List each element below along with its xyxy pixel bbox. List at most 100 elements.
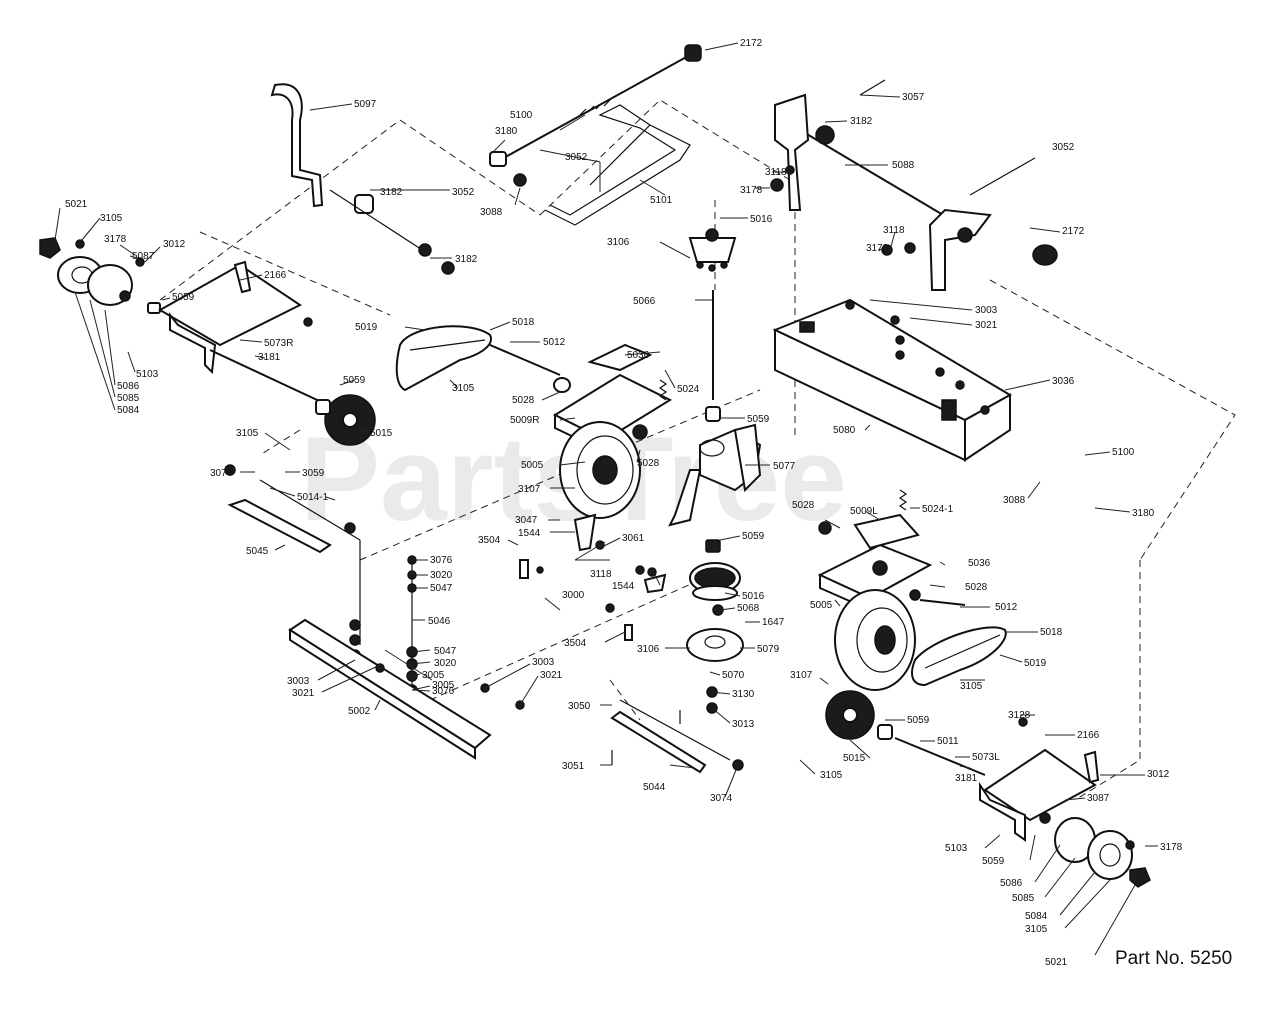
callout-3052: 3052	[565, 152, 588, 163]
callout-3128: 3128	[1008, 710, 1031, 721]
callout-3106: 3106	[607, 237, 630, 248]
top-pulley-5016	[688, 228, 737, 272]
callout-3182: 3182	[380, 187, 403, 198]
callout-3180: 3180	[1132, 508, 1155, 519]
shift-lever-assembly	[270, 83, 455, 275]
callout-5103: 5103	[136, 369, 159, 380]
callout-5011: 5011	[937, 736, 959, 747]
callout-5086: 5086	[117, 381, 140, 392]
callout-3087: 3087	[1087, 793, 1110, 804]
callout-3047: 3047	[515, 515, 538, 526]
left-axle-5012	[489, 344, 561, 376]
callout-5087: 5087	[132, 251, 155, 262]
callout-3036: 3036	[1052, 376, 1075, 387]
callout-3020: 3020	[430, 570, 453, 581]
callout-5009R: 5009R	[510, 415, 539, 426]
callout-5005: 5005	[521, 460, 544, 471]
callout-1544: 1544	[612, 581, 635, 592]
left-spring-5024	[658, 379, 668, 401]
right-chain-5019	[911, 626, 1007, 687]
lower-pulley-5016	[689, 539, 741, 616]
callout-5100: 5100	[1112, 447, 1135, 458]
callout-5047: 5047	[434, 646, 457, 657]
callout-3105: 3105	[1025, 924, 1048, 935]
callout-3118: 3118	[765, 167, 787, 178]
callout-3182: 3182	[455, 254, 478, 265]
callout-5088: 5088	[892, 160, 915, 171]
front-axle-5002	[288, 618, 525, 760]
callout-3105: 3105	[960, 681, 983, 692]
callout-3076: 3076	[432, 686, 455, 697]
callout-3012: 3012	[163, 239, 186, 250]
callout-3012: 3012	[1147, 769, 1170, 780]
callout-3020: 3020	[434, 658, 457, 669]
callout-5018: 5018	[512, 317, 535, 328]
callout-3504: 3504	[564, 638, 587, 649]
callout-5080: 5080	[833, 425, 856, 436]
callout-2166: 2166	[1077, 730, 1100, 741]
right-sprocket-5015	[825, 690, 986, 776]
callout-5097: 5097	[354, 99, 377, 110]
callout-3050: 3050	[568, 701, 591, 712]
callout-5047: 5047	[430, 583, 453, 594]
left-drive-wheel-5005	[559, 421, 641, 519]
callout-3107: 3107	[518, 484, 541, 495]
callout-5059: 5059	[343, 375, 366, 386]
right-spring-5024-1	[898, 489, 908, 511]
callout-3003: 3003	[532, 657, 555, 668]
callout-5077: 5077	[773, 461, 796, 472]
center-rod-5046	[406, 555, 418, 696]
callout-1544: 1544	[518, 528, 541, 539]
callout-5085: 5085	[117, 393, 140, 404]
callout-3003: 3003	[287, 676, 310, 687]
callout-5024-1: 5024-1	[922, 504, 954, 515]
callout-3178: 3178	[740, 185, 763, 196]
callout-3106: 3106	[637, 644, 660, 655]
right-wheel-hub-assembly	[1054, 817, 1151, 888]
callout-5103: 5103	[945, 843, 968, 854]
callout-5015: 5015	[370, 428, 393, 439]
callout-3076: 3076	[430, 555, 453, 566]
callout-3504: 3504	[478, 535, 501, 546]
callout-5066: 5066	[633, 296, 656, 307]
callout-5019: 5019	[1024, 658, 1047, 669]
callout-5084: 5084	[1025, 911, 1048, 922]
right-axle-5012	[919, 599, 966, 606]
bearing-5028-left	[553, 377, 571, 393]
callout-5084: 5084	[117, 405, 140, 416]
callout-5100: 5100	[510, 110, 533, 121]
callout-5018: 5018	[1040, 627, 1063, 638]
callout-5028: 5028	[792, 500, 815, 511]
callout-5085: 5085	[1012, 893, 1035, 904]
callout-5028: 5028	[512, 395, 535, 406]
callout-2172: 2172	[740, 38, 763, 49]
callout-3182: 3182	[850, 116, 873, 127]
callout-5005: 5005	[810, 600, 833, 611]
callout-2172: 2172	[1062, 226, 1085, 237]
callout-5059: 5059	[982, 856, 1005, 867]
rear-frame-5080	[772, 298, 1013, 462]
callout-3005: 3005	[422, 670, 445, 681]
callout-3105: 3105	[452, 383, 475, 394]
callout-5021: 5021	[1045, 957, 1068, 968]
callout-5009L: 5009L	[850, 506, 878, 517]
callout-3178: 3178	[104, 234, 127, 245]
callout-5016: 5016	[750, 214, 773, 225]
callout-3180: 3180	[495, 126, 518, 137]
callout-3088: 3088	[480, 207, 503, 218]
assembly-guide-lines	[159, 99, 1236, 801]
callout-5046: 5046	[428, 616, 451, 627]
bearing-5028-right	[909, 589, 921, 601]
callout-5059: 5059	[907, 715, 930, 726]
cross-shaft-5088	[770, 93, 1058, 291]
callout-3021: 3021	[540, 670, 563, 681]
callout-3178: 3178	[1160, 842, 1183, 853]
right-drive-wheel-5005	[834, 589, 916, 691]
callout-5012: 5012	[995, 602, 1018, 613]
pin-3057	[859, 79, 886, 96]
callout-5070: 5070	[722, 670, 745, 681]
callout-5059: 5059	[172, 292, 195, 303]
spacer-5059-top	[705, 406, 721, 422]
callout-3059: 3059	[302, 468, 325, 479]
callout-3057: 3057	[902, 92, 925, 103]
